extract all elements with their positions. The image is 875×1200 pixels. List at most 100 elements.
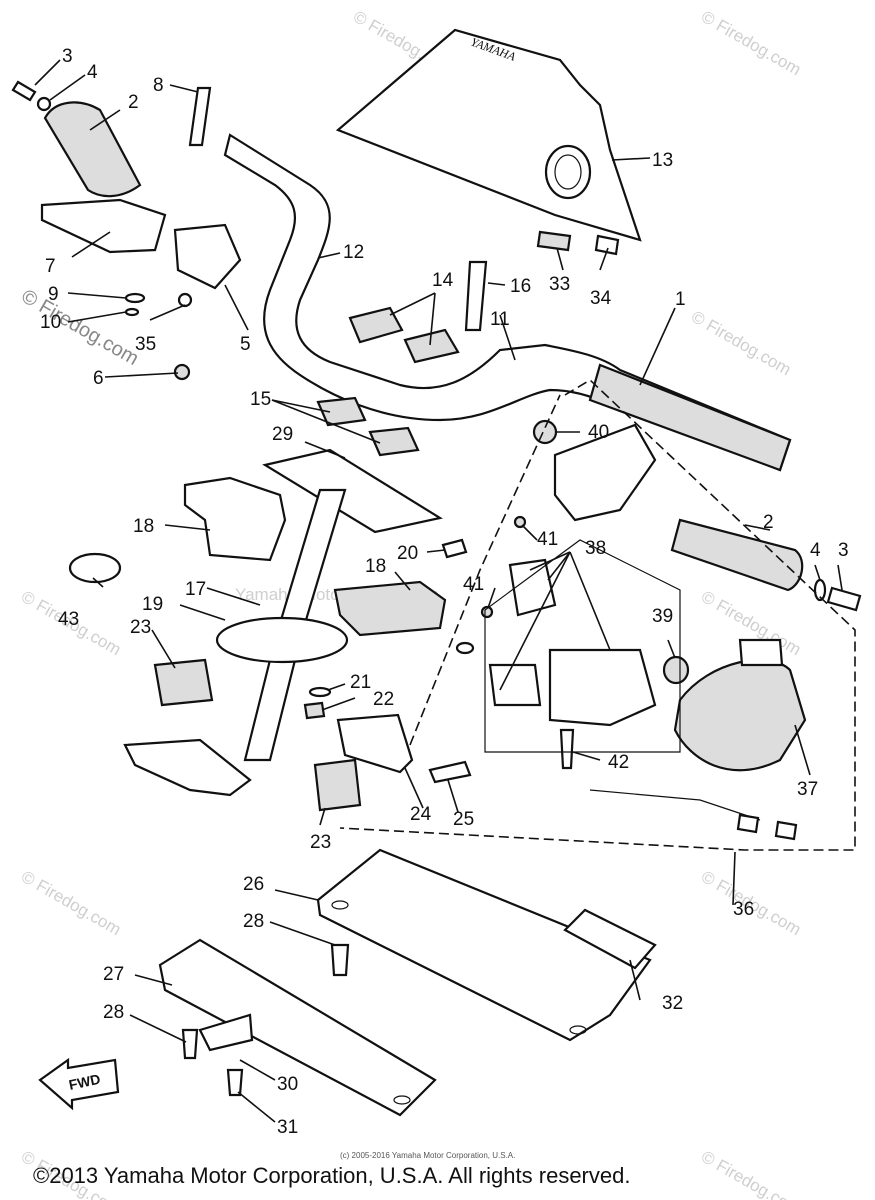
callout-33: 33 xyxy=(549,274,570,295)
small-copyright: (c) 2005-2016 Yamaha Motor Corporation, … xyxy=(340,1151,515,1160)
upper-bracket xyxy=(262,448,443,534)
wire-harness xyxy=(589,789,761,821)
callout-21: 21 xyxy=(350,672,371,693)
forward-direction-arrow: FWD xyxy=(38,1057,120,1111)
callout-18: 18 xyxy=(133,516,154,537)
assembly-outline-36 xyxy=(409,394,561,746)
switch-housing-upper xyxy=(553,423,657,522)
block-23 xyxy=(153,658,214,707)
callout-5: 5 xyxy=(240,334,251,355)
bolt-16 xyxy=(464,260,488,332)
switch-38 xyxy=(508,558,557,617)
callout-34: 34 xyxy=(590,288,612,309)
connector xyxy=(774,820,798,841)
pin-8 xyxy=(188,86,212,147)
watermark: © Firedog.com xyxy=(688,307,794,379)
callout-15: 15 xyxy=(250,389,271,410)
callout-28: 28 xyxy=(103,1002,124,1023)
bolt-28 xyxy=(181,1028,199,1060)
callout-18: 18 xyxy=(365,556,386,577)
bolt-28 xyxy=(330,943,350,977)
rail-26 xyxy=(316,848,652,1042)
washer-4 xyxy=(36,96,52,112)
knob-40 xyxy=(532,419,558,445)
callout-28: 28 xyxy=(243,911,264,932)
bolt-20 xyxy=(441,538,468,559)
watermark: © Firedog.com xyxy=(698,7,804,79)
clip-33 xyxy=(536,230,572,252)
bolt-25 xyxy=(428,760,472,784)
nut-6 xyxy=(173,363,191,381)
callout-31: 31 xyxy=(277,1117,298,1138)
spring xyxy=(738,638,784,667)
callout-6: 6 xyxy=(93,368,104,389)
switch-housing-lower xyxy=(548,648,657,727)
callout-3: 3 xyxy=(838,540,849,561)
ring-10 xyxy=(124,307,140,317)
callout-42: 42 xyxy=(608,752,629,773)
assembly-outline-36 xyxy=(339,379,856,851)
clamp-43 xyxy=(68,552,122,584)
callout-2: 2 xyxy=(128,92,139,113)
grip-right xyxy=(588,363,792,472)
callout-25: 25 xyxy=(453,809,474,830)
callout-27: 27 xyxy=(103,964,124,985)
callout-3: 3 xyxy=(62,46,73,67)
cover-grommet xyxy=(544,144,592,200)
callout-32: 32 xyxy=(662,993,683,1014)
clip xyxy=(455,641,475,655)
callout-7: 7 xyxy=(45,256,56,277)
callout-41: 41 xyxy=(463,574,484,595)
bracket-24 xyxy=(336,713,414,774)
screw-3 xyxy=(826,586,862,612)
callout-36: 36 xyxy=(733,899,754,920)
callout-26: 26 xyxy=(243,874,264,895)
fwd-label: FWD xyxy=(67,1071,102,1093)
callout-29: 29 xyxy=(272,424,293,445)
callout-labels: 1 2 2 3 3 4 4 5 6 7 8 9 10 11 12 13 14 1… xyxy=(40,46,849,1138)
lower-holder xyxy=(368,426,420,457)
callout-23: 23 xyxy=(310,832,331,853)
lower-holder xyxy=(316,396,367,427)
plate-32 xyxy=(563,908,657,970)
upper-holder xyxy=(348,306,404,344)
watermark: © Firedog.com xyxy=(698,1147,804,1200)
callout-11: 11 xyxy=(490,309,510,330)
callout-30: 30 xyxy=(277,1074,298,1095)
leader-lines xyxy=(34,59,843,1123)
column-holder-upper xyxy=(183,476,287,562)
subassembly-outline xyxy=(484,539,681,753)
callout-35: 35 xyxy=(135,334,156,355)
block-23 xyxy=(313,758,362,812)
callout-17: 17 xyxy=(185,579,206,600)
callout-10: 10 xyxy=(40,312,61,333)
callout-4: 4 xyxy=(87,62,98,83)
callout-39: 39 xyxy=(652,606,673,627)
callout-23: 23 xyxy=(130,617,151,638)
bolt-34 xyxy=(594,234,620,256)
callout-41: 41 xyxy=(537,529,558,550)
part-35 xyxy=(177,292,193,308)
callout-22: 22 xyxy=(373,689,394,710)
grip-left xyxy=(43,101,142,198)
windshield-cover xyxy=(335,28,642,242)
bolt-31 xyxy=(226,1068,244,1097)
copyright-notice: ©2013 Yamaha Motor Corporation, U.S.A. A… xyxy=(33,1163,630,1188)
plate-19 xyxy=(215,616,349,664)
column-holder-lower xyxy=(333,580,447,637)
callout-37: 37 xyxy=(797,779,818,800)
screw-3 xyxy=(11,80,37,102)
connector xyxy=(736,813,760,834)
watermark: © Firedog.com xyxy=(18,867,124,939)
callout-1: 1 xyxy=(675,289,686,310)
switch-wiring xyxy=(488,663,542,707)
callout-9: 9 xyxy=(48,284,59,305)
cover-37 xyxy=(673,658,807,772)
callout-20: 20 xyxy=(397,543,418,564)
column-foot xyxy=(123,738,252,797)
bracket-27 xyxy=(158,938,437,1117)
clip-30 xyxy=(198,1013,254,1052)
washer-21 xyxy=(308,686,332,698)
